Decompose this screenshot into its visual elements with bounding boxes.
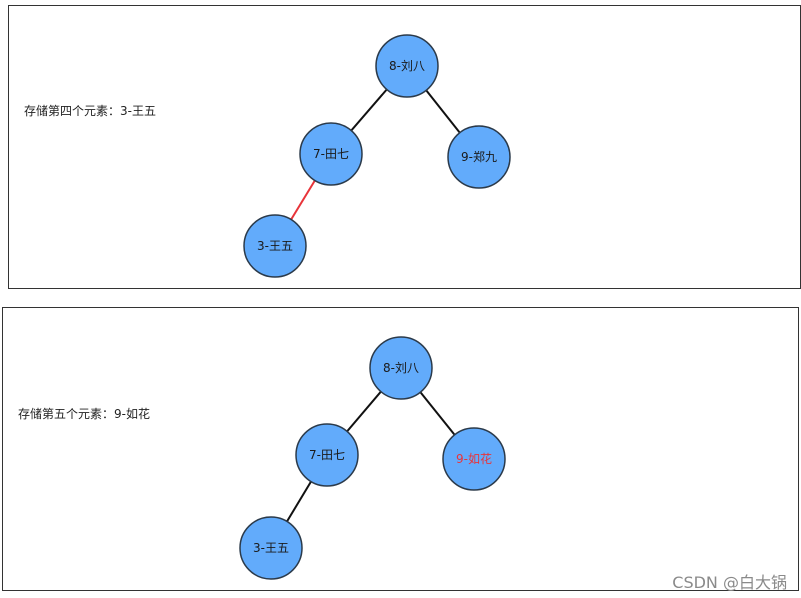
tree-node-circle [299,122,363,186]
tree-node-circle [447,125,511,189]
tree-node-8: 8-刘八 [375,34,439,98]
tree-node-9: 9-郑九 [447,125,511,189]
tree-node-circle [375,34,439,98]
tree-node-3: 3-王五 [239,516,303,580]
tree-node-label: 8-刘八 [383,361,419,375]
tree-node-3: 3-王五 [243,214,307,278]
tree-node-7: 7-田七 [295,423,359,487]
tree-panel-fourth-insert: 存储第四个元素：3-王五 8-刘八 7-田七 9-郑九 3-王五 [8,5,801,289]
tree-diagram: 8-刘八 7-田七 9-如花 3-王五 [239,336,506,580]
tree-node-circle [369,336,433,400]
csdn-watermark: CSDN @白大锅 [672,573,787,592]
tree-node-circle [442,427,506,491]
tree-node-label: 7-田七 [309,448,345,462]
tree-node-circle [243,214,307,278]
tree-node-label: 8-刘八 [389,59,425,73]
tree-panel-fifth-insert: 存储第五个元素：9-如花 8-刘八 7-田七 9-如花 3-王五 [2,307,799,591]
tree-node-label: 3-王五 [257,239,293,253]
tree-node-label: 3-王五 [253,541,289,555]
insert-caption: 存储第五个元素：9-如花 [18,407,150,421]
tree-diagram: 8-刘八 7-田七 9-郑九 3-王五 [243,34,511,278]
tree-node-label: 7-田七 [313,147,349,161]
tree-node-8: 8-刘八 [369,336,433,400]
tree-node-circle [295,423,359,487]
insert-caption: 存储第四个元素：3-王五 [24,104,156,118]
tree-node-9: 9-如花 [442,427,506,491]
tree-node-label: 9-郑九 [461,149,497,164]
tree-node-circle [239,516,303,580]
tree-node-7: 7-田七 [299,122,363,186]
tree-node-label: 9-如花 [456,451,492,466]
